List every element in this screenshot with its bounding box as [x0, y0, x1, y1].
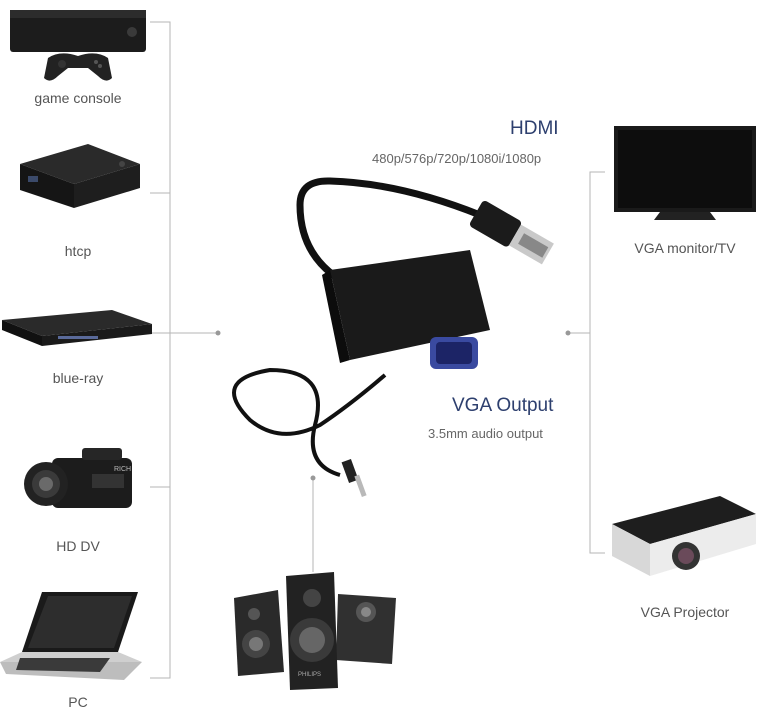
hdmi-title: HDMI — [510, 118, 559, 139]
htcp-label: htcp — [64, 243, 92, 259]
vga-monitor-label: VGA monitor/TV — [634, 240, 736, 256]
vga-monitor-image — [612, 124, 758, 224]
speakers-image: PHILIPS — [232, 568, 402, 692]
hdmi-to-vga-adapter — [200, 175, 570, 505]
vga-output-title: VGA Output — [452, 395, 554, 416]
vga-projector-label: VGA Projector — [640, 604, 730, 620]
vga-projector-image — [610, 494, 758, 584]
game-console-image — [8, 6, 148, 86]
htcp-image — [18, 142, 143, 212]
hdmi-spec: 480p/576p/720p/1080i/1080p — [372, 151, 542, 166]
audio-output-spec: 3.5mm audio output — [428, 426, 543, 441]
blue-ray-image — [2, 310, 152, 350]
pc-label: PC — [68, 694, 88, 710]
camera-brand: RICH — [114, 466, 132, 473]
pc-image — [0, 588, 142, 684]
speaker-brand: PHILIPS — [298, 672, 322, 678]
hd-dv-label: HD DV — [56, 538, 100, 554]
hd-dv-image: RICH — [22, 444, 142, 522]
blue-ray-label: blue-ray — [52, 370, 104, 386]
game-console-label: game console — [34, 90, 122, 106]
